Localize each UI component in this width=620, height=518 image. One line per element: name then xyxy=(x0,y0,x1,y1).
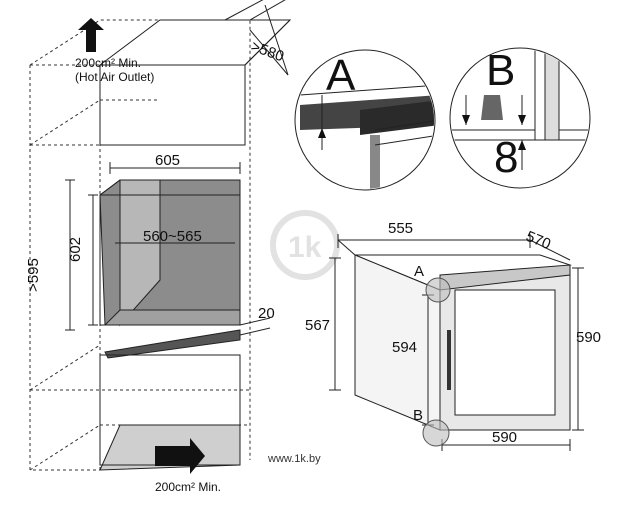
marker-b-circle xyxy=(422,419,450,447)
detail-a-letter: A xyxy=(326,51,356,100)
watermark-logo: 1k xyxy=(288,231,322,264)
marker-a-label: A xyxy=(414,263,424,280)
air-inlet-arrow-icon xyxy=(155,438,205,474)
detail-a: A xyxy=(294,49,436,191)
appliance-drawing: 555 570 567 594 590 590 A B xyxy=(305,220,601,451)
marker-a-circle xyxy=(425,277,451,303)
top-vent-label-line2: (Hot Air Outlet) xyxy=(75,70,154,84)
marker-b-label: B xyxy=(413,407,423,424)
dim-appliance-height-right: 590 xyxy=(576,329,601,346)
watermark-url: www.1k.by xyxy=(267,453,321,465)
dim-ledge: 20 xyxy=(258,305,275,322)
dim-door-width: 590 xyxy=(492,429,517,446)
dim-niche-width: 560~565 xyxy=(143,228,202,245)
dim-depth-left: >580 xyxy=(249,38,287,66)
dim-door-height: 594 xyxy=(392,339,417,356)
detail-b-letter: B xyxy=(486,46,515,95)
cabinet-drawing: 200cm² Min. (Hot Air Outlet) >580 605 56… xyxy=(25,0,292,494)
top-vent-label-line1: 200cm² Min. xyxy=(75,56,141,70)
dim-width-605: 605 xyxy=(155,152,180,169)
bottom-vent-label: 200cm² Min. xyxy=(155,480,221,494)
dim-niche-height: 602 xyxy=(67,237,84,262)
detail-b-gap: 8 xyxy=(494,133,518,182)
detail-b: B 8 xyxy=(449,46,591,189)
dim-appliance-width: 555 xyxy=(388,220,413,237)
watermark: 1k www.1k.by xyxy=(267,210,340,465)
hot-air-arrow-icon xyxy=(78,18,104,52)
dim-overall-height: >595 xyxy=(25,258,42,292)
dim-appliance-height-left: 567 xyxy=(305,317,330,334)
